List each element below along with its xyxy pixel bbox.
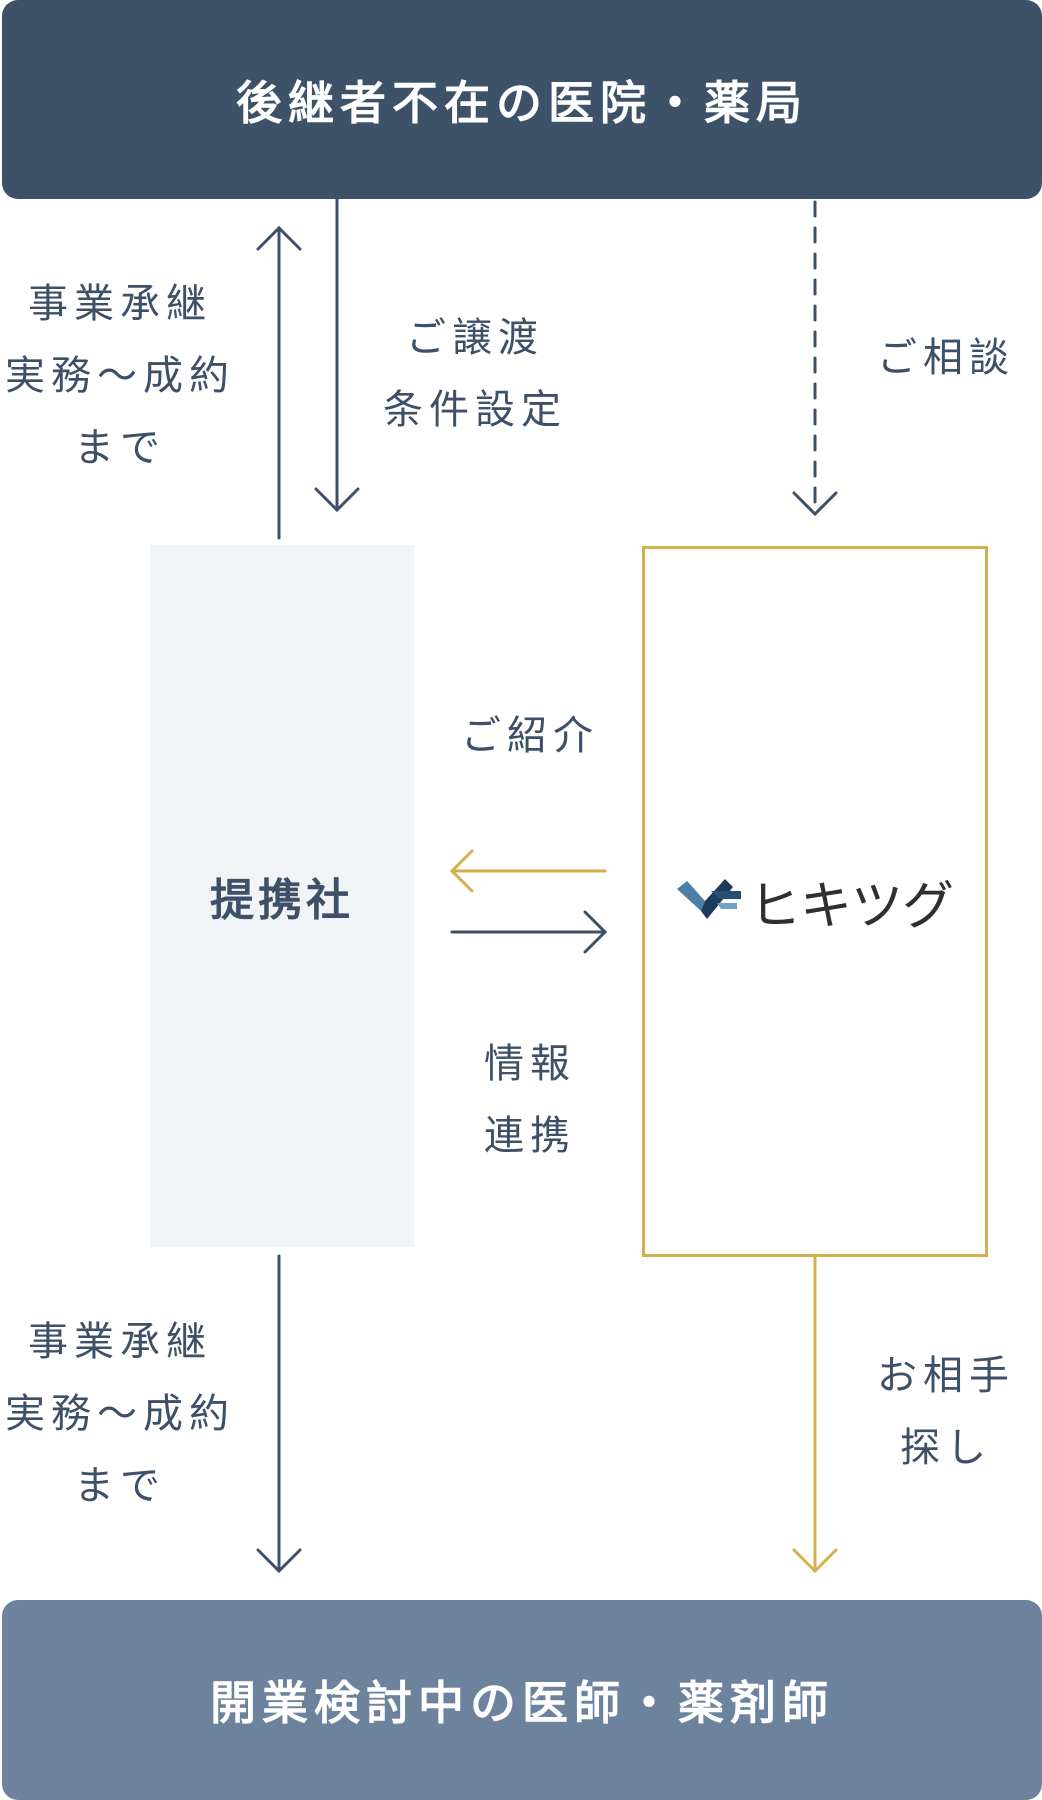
arrow-down-lower-left — [256, 1254, 302, 1574]
label-lower-left: 事業承継 実務～成約 まで — [0, 1306, 240, 1522]
label-lower-right: お相手 探し — [866, 1340, 1026, 1484]
label-middle-top-line-1: ご紹介 — [461, 713, 599, 759]
label-upper-right-line-1: ご相談 — [877, 335, 1015, 381]
label-upper-middle-line-2: 条件設定 — [383, 387, 567, 433]
label-lower-left-line-1: 事業承継 — [28, 1319, 212, 1365]
arrow-left-gold — [449, 849, 607, 893]
label-upper-left-line-2: 実務～成約 — [5, 353, 235, 399]
label-upper-right: ご相談 — [866, 322, 1026, 394]
seller-label: 後継者不在の医院・薬局 — [236, 75, 808, 130]
label-upper-middle-line-1: ご譲渡 — [406, 315, 544, 361]
hikitsugu-check-logo-icon — [676, 878, 741, 919]
label-upper-left-line-1: 事業承継 — [28, 281, 212, 327]
label-lower-left-line-3: まで — [74, 1463, 166, 1509]
label-lower-right-line-1: お相手 — [877, 1353, 1015, 1399]
label-middle-bottom: 情報 連携 — [470, 1028, 590, 1172]
label-upper-middle: ご譲渡 条件設定 — [370, 302, 580, 446]
buyer-label: 開業検討中の医師・薬剤師 — [210, 1676, 834, 1730]
label-lower-left-line-2: 実務～成約 — [5, 1391, 235, 1437]
label-middle-bottom-line-1: 情報 — [484, 1041, 576, 1087]
hikitsugu-logo-text: ヒキツグ — [748, 877, 954, 937]
seller-box: 後継者不在の医院・薬局 — [2, 0, 1042, 199]
arrow-dashed-upper-right — [792, 200, 838, 517]
partner-box: 提携社 — [150, 545, 414, 1247]
buyer-box: 開業検討中の医師・薬剤師 — [2, 1600, 1042, 1800]
hikitsugu-box: ヒキツグ — [642, 546, 988, 1257]
label-middle-top: ご紹介 — [450, 700, 610, 772]
arrow-right-navy — [450, 910, 608, 954]
hikitsugu-logo: ヒキツグ — [676, 864, 954, 939]
label-upper-left-line-3: まで — [74, 425, 166, 471]
label-upper-left: 事業承継 実務～成約 まで — [0, 268, 240, 484]
arrow-down-lower-right-gold — [792, 1256, 838, 1574]
partner-label: 提携社 — [210, 875, 354, 926]
arrow-down-upper-middle — [314, 197, 360, 513]
label-middle-bottom-line-2: 連携 — [484, 1113, 576, 1159]
arrow-up-upper-left — [256, 225, 302, 540]
label-lower-right-line-2: 探し — [900, 1425, 992, 1471]
